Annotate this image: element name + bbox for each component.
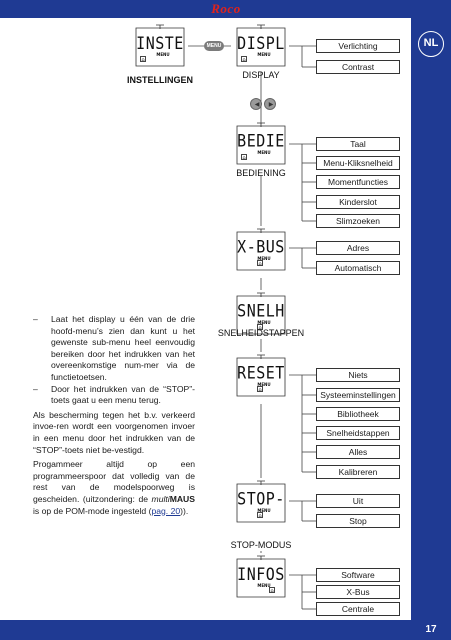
option-momentfuncties: Momentfuncties [316, 175, 400, 189]
paragraph-text: )). [180, 505, 189, 516]
option-niets: Niets [316, 368, 400, 382]
lcd-display-xbus: X-BUS MENU ⌂ [233, 226, 289, 276]
option-automatisch: Automatisch [316, 261, 400, 275]
caption-instellingen: INSTELLINGEN [126, 75, 193, 85]
caption-snelheidstappen: SNELHEIDSTAPPEN [217, 328, 305, 338]
option-software: Software [316, 568, 400, 582]
footer-bar [0, 620, 451, 640]
lcd-menu-label: MENU [257, 256, 271, 261]
lcd-loco-icon: ⌂ [241, 56, 247, 63]
lcd-text: SNELH [237, 300, 285, 322]
caption-bediening: BEDIENING [236, 168, 286, 178]
roco-logo: Roco [211, 1, 241, 16]
list-item: – Laat het display u één van de drie hoo… [33, 314, 195, 384]
list-item-text: Laat het display u één van de drie hoofd… [51, 314, 195, 382]
lcd-text: INFOS [237, 563, 285, 585]
lcd-loco-icon: ⌂ [140, 56, 146, 63]
lcd-menu-label: MENU [257, 583, 271, 588]
lcd-text: STOP- [237, 488, 285, 510]
instructions-text: – Laat het display u één van de drie hoo… [33, 314, 195, 517]
lcd-menu-label: MENU [257, 508, 271, 513]
lcd-loco-icon: ⌂ [269, 587, 275, 594]
lcd-menu-label: MENU [257, 320, 271, 325]
option-menu-kliksnelheid: Menu-Kliksnelheid [316, 156, 400, 170]
option-snelheidstappen: Snelheidstappen [316, 426, 400, 440]
option-kinderslot: Kinderslot [316, 195, 400, 209]
option-systeeminstellingen: Systeeminstellingen [316, 388, 400, 402]
lcd-loco-icon: ⌂ [241, 154, 247, 161]
option-kalibreren: Kalibreren [316, 465, 400, 479]
option-stop: Stop [316, 514, 400, 528]
lcd-display-snelheidstappen: SNELH MENU ⌂ [233, 290, 289, 340]
lcd-loco-icon: ⌂ [257, 260, 263, 267]
caption-stop-modus: STOP-MODUS [230, 540, 292, 550]
lcd-loco-icon: ⌂ [257, 324, 263, 331]
product-name-maus: MAUS [169, 493, 195, 504]
lcd-display-bediening: BEDIE MENU ⌂ [233, 120, 289, 170]
lcd-text: BEDIE [237, 130, 285, 152]
lcd-display-instellingen: INSTE MENU ⌂ [132, 22, 188, 72]
option-taal: Taal [316, 137, 400, 151]
language-sidebar [411, 18, 451, 640]
option-adres: Adres [316, 241, 400, 255]
paragraph-text: is op de POM-mode ingesteld ( [33, 505, 152, 516]
lcd-text: X-BUS [237, 236, 285, 258]
paragraph-text: Progammeer altijd op een programmeerspoo… [33, 459, 195, 504]
lcd-menu-label: MENU [257, 52, 271, 57]
arrow-right-button-icon: ▶ [264, 98, 276, 110]
lcd-text: RESET [237, 362, 285, 384]
lcd-menu-label: MENU [257, 382, 271, 387]
paragraph: Als bescherming tegen het b.v. verkeerd … [33, 409, 195, 455]
lcd-menu-label: MENU [156, 52, 170, 57]
paragraph: Progammeer altijd op een programmeerspoo… [33, 459, 195, 517]
option-verlichting: Verlichting [316, 39, 400, 53]
lcd-display-reset: RESET MENU ⌂ [233, 352, 289, 402]
list-dash: – [33, 314, 38, 324]
arrow-left-button-icon: ◀ [250, 98, 262, 110]
lcd-loco-icon: ⌂ [257, 512, 263, 519]
option-alles: Alles [316, 445, 400, 459]
list-item-text: Door het indrukken van de “STOP”-toets g… [51, 383, 195, 406]
product-name-multi: multi [151, 493, 170, 504]
lcd-text: INSTE [136, 32, 184, 54]
menu-mode-button-icon: MENU [204, 41, 224, 51]
lcd-display-stop-modus: STOP- MENU ⌂ [233, 478, 289, 528]
language-badge: NL [418, 31, 444, 57]
list-item: – Door het indrukken van de “STOP”-toets… [33, 384, 195, 407]
header-bar [0, 0, 451, 18]
option-bibliotheek: Bibliotheek [316, 407, 400, 421]
option-uit: Uit [316, 494, 400, 508]
list-dash: – [33, 383, 38, 394]
lcd-display-infos: INFOS MENU ⌂ [233, 553, 289, 603]
lcd-display-display: DISPL MENU ⌂ [233, 22, 289, 72]
lcd-loco-icon: ⌂ [257, 386, 263, 393]
option-slimzoeken: Slimzoeken [316, 214, 400, 228]
option-x-bus: X-Bus [316, 585, 400, 599]
option-centrale: Centrale [316, 602, 400, 616]
page-number: 17 [425, 624, 437, 635]
caption-display: DISPLAY [242, 70, 280, 80]
lcd-menu-label: MENU [257, 150, 271, 155]
option-contrast: Contrast [316, 60, 400, 74]
lcd-text: DISPL [237, 32, 285, 54]
page-link[interactable]: pag. 20 [151, 505, 181, 516]
